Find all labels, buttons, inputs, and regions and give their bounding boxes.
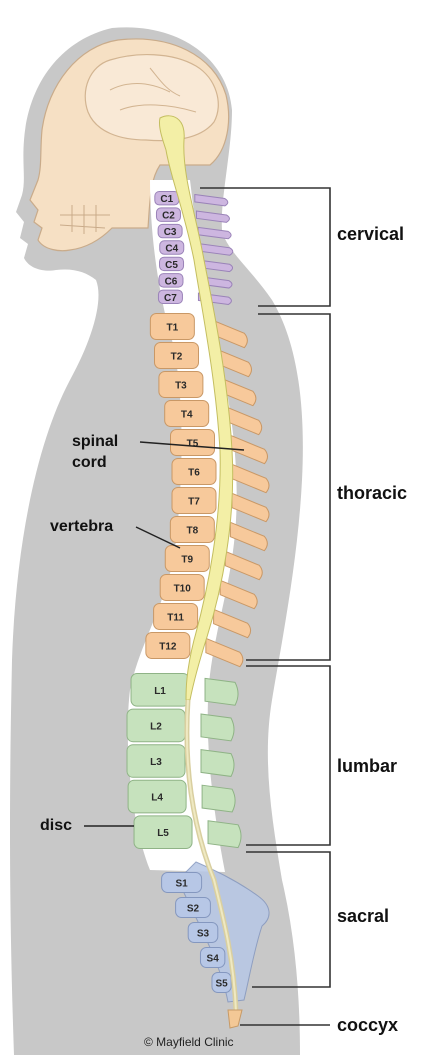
vertebra-label-T8: T8	[187, 526, 199, 537]
vertebra-label-T10: T10	[174, 584, 192, 595]
vertebra-label-T2: T2	[171, 352, 183, 363]
vertebra-label-T12: T12	[159, 642, 177, 653]
vertebra-label-S2: S2	[187, 904, 200, 915]
vertebra-label-L5: L5	[157, 828, 169, 839]
vertebra-label-L2: L2	[150, 721, 162, 732]
vertebra-label-C7: C7	[164, 293, 177, 304]
vertebra-label-L1: L1	[154, 686, 166, 697]
label-lumbar: lumbar	[337, 756, 397, 776]
process-L5	[208, 821, 241, 848]
vertebra-label-C2: C2	[162, 211, 175, 222]
vertebra-label-L4: L4	[151, 793, 163, 804]
vertebra-label-T1: T1	[167, 323, 179, 334]
credit-text: © Mayfield Clinic	[144, 1035, 234, 1049]
label-vertebra: vertebra	[50, 518, 113, 535]
label-disc: disc	[40, 817, 72, 834]
process-L2	[201, 714, 234, 741]
vertebra-label-T11: T11	[167, 613, 184, 624]
label-sacral: sacral	[337, 906, 389, 926]
process-L4	[202, 785, 235, 812]
vertebra-label-C5: C5	[165, 260, 178, 271]
vertebra-label-T4: T4	[181, 410, 193, 421]
vertebra-label-S5: S5	[215, 979, 228, 990]
vertebra-label-C1: C1	[160, 194, 173, 205]
vertebra-label-T7: T7	[188, 497, 200, 508]
label-thoracic: thoracic	[337, 483, 407, 503]
label-coccyx: coccyx	[337, 1015, 398, 1035]
vertebra-label-S1: S1	[175, 879, 188, 890]
vertebra-label-C6: C6	[165, 276, 178, 287]
vertebra-label-C4: C4	[165, 244, 178, 255]
process-L3	[201, 750, 234, 777]
brain	[85, 55, 218, 141]
vertebra-label-S3: S3	[197, 929, 210, 940]
vertebra-label-C3: C3	[164, 227, 177, 238]
vertebra-label-T3: T3	[175, 381, 187, 392]
vertebra-label-T6: T6	[188, 468, 200, 479]
process-L1	[205, 678, 238, 705]
label-cervical: cervical	[337, 224, 404, 244]
vertebra-label-L3: L3	[150, 757, 162, 768]
vertebra-label-S4: S4	[207, 954, 220, 965]
vertebra-label-T5: T5	[187, 439, 199, 450]
vertebra-label-T9: T9	[181, 555, 193, 566]
label-cord: cord	[72, 454, 107, 471]
label-spinal: spinal	[72, 433, 118, 450]
